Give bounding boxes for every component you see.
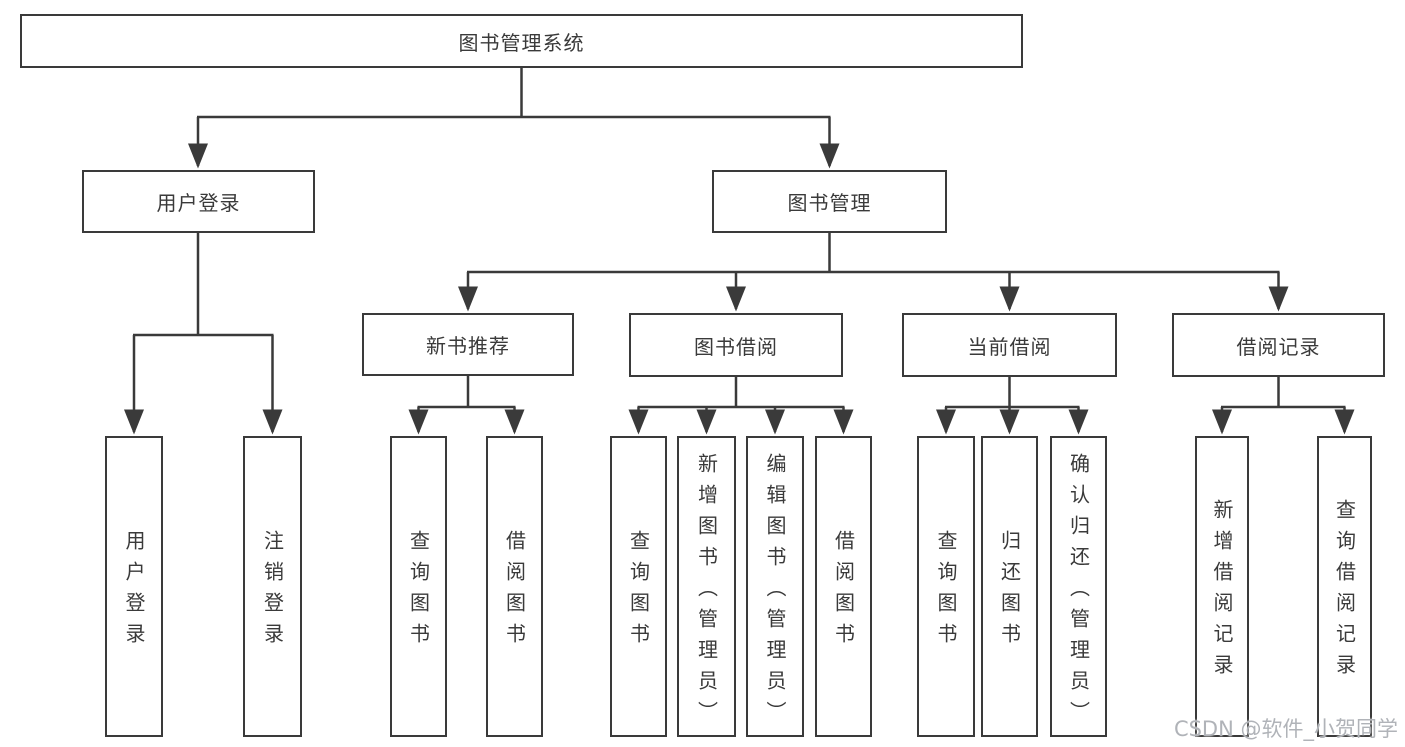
node-label: 查询图书 [406,530,431,654]
node-label: 图书管理系统 [458,30,585,55]
leaf-borrow-books-recommend: 借阅图书 [486,436,543,737]
leaf-add-book-admin: 新增图书（管理员） [677,436,736,737]
leaf-query-books-borrowing: 查询图书 [610,436,667,737]
node-label: 编辑图书（管理员） [763,452,787,732]
leaf-add-borrow-record: 新增借阅记录 [1195,436,1249,737]
leaf-query-books-recommend: 查询图书 [390,436,447,737]
node-label: 新书推荐 [426,334,510,358]
node-label: 注销登录 [260,530,285,654]
node-label: 查询借阅记录 [1332,499,1357,685]
leaf-logout: 注销登录 [243,436,302,737]
node-label: 图书管理 [787,191,872,215]
node-label: 图书借阅 [694,334,778,359]
leaf-borrow-books: 借阅图书 [815,436,872,737]
node-label: 归还图书 [997,530,1022,654]
leaf-confirm-return-admin: 确认归还（管理员） [1050,436,1107,737]
node-label: 当前借阅 [967,334,1052,359]
node-label: 用户登录 [122,530,146,654]
node-label: 借阅图书 [502,530,527,654]
node-book-management: 图书管理 [712,170,947,233]
node-label: 借阅记录 [1236,334,1321,359]
node-label: 确认归还（管理员） [1066,452,1091,732]
node-book-borrowing: 图书借阅 [629,313,843,377]
node-label: 查询图书 [626,530,651,654]
node-label: 用户登录 [156,191,241,215]
node-label: 查询图书 [934,530,958,654]
node-new-book-recommend: 新书推荐 [362,313,574,376]
node-current-borrowing: 当前借阅 [902,313,1117,377]
leaf-query-borrow-record: 查询借阅记录 [1317,436,1372,737]
leaf-edit-book-admin: 编辑图书（管理员） [746,436,804,737]
node-label: 新增图书（管理员） [694,452,719,732]
node-label: 新增借阅记录 [1210,499,1234,685]
csdn-watermark: CSDN @软件_小贺同学 [1173,717,1398,741]
leaf-user-login: 用户登录 [105,436,163,737]
node-label: 借阅图书 [831,530,856,654]
leaf-return-book: 归还图书 [981,436,1038,737]
node-library-system: 图书管理系统 [20,14,1023,68]
leaf-query-books-current: 查询图书 [917,436,975,737]
node-user-login: 用户登录 [82,170,315,233]
node-borrowing-records: 借阅记录 [1172,313,1385,377]
